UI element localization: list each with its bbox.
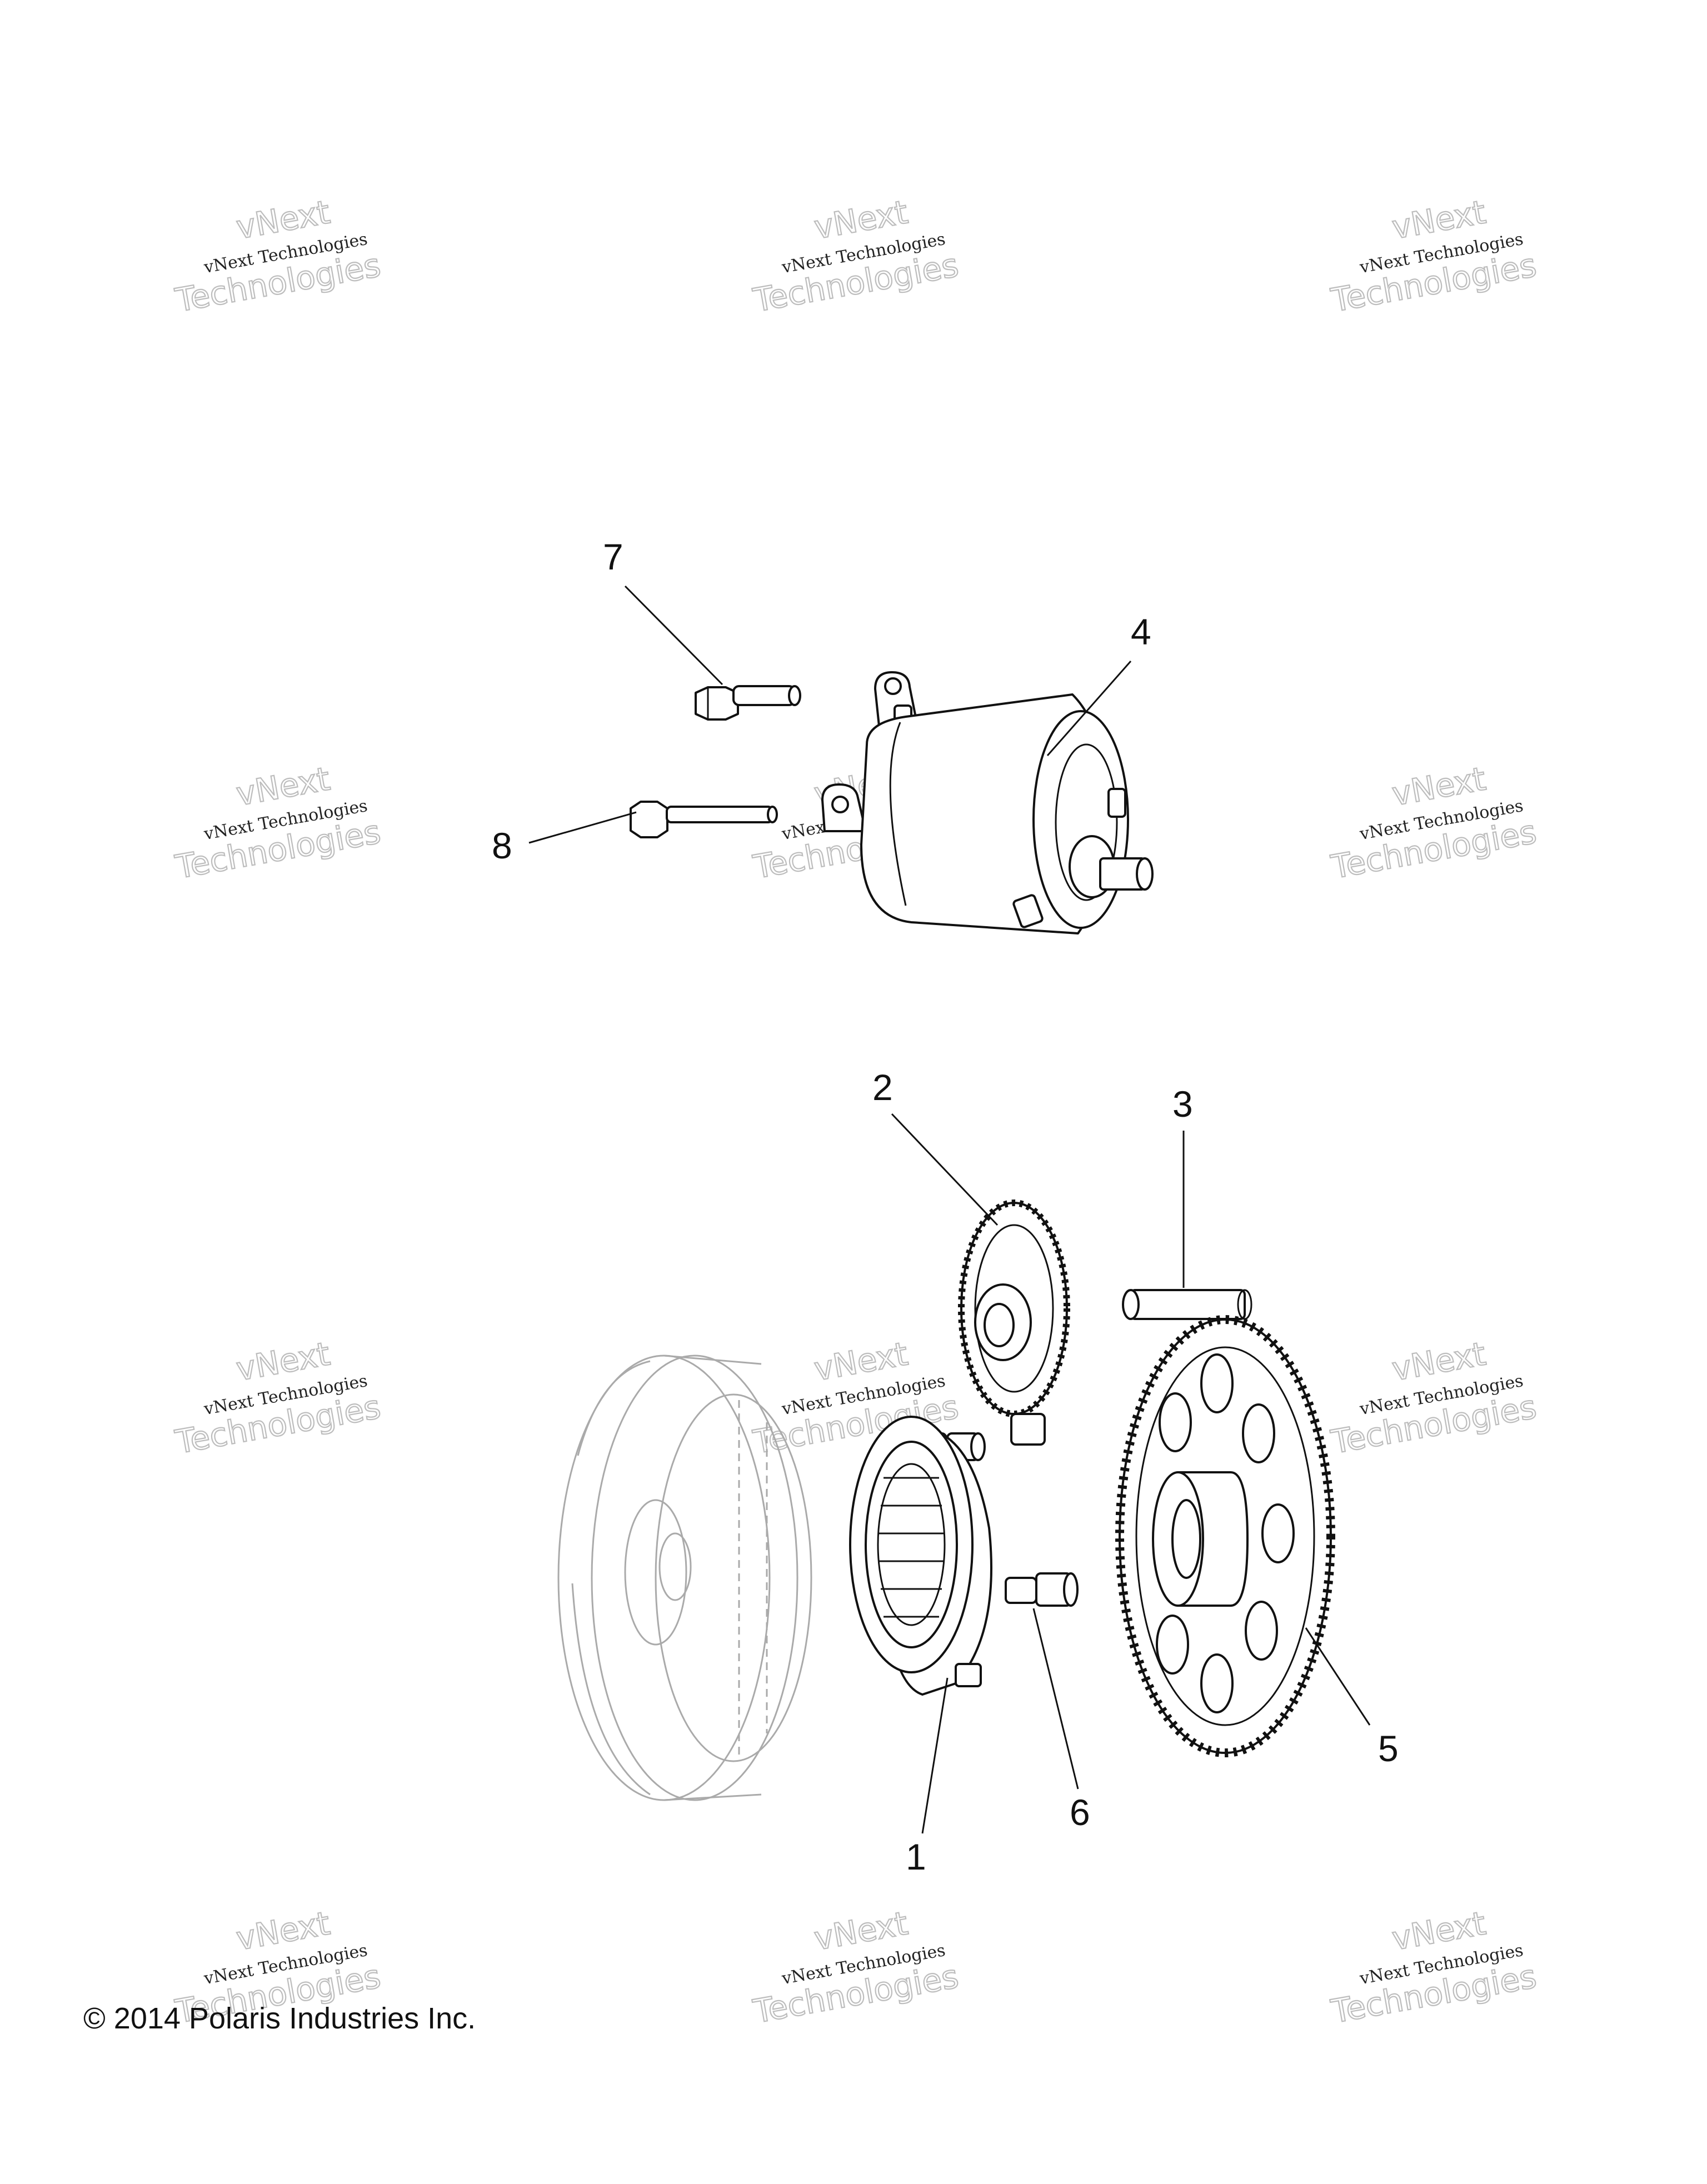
leader-lines — [528, 585, 1371, 1834]
leader-1 — [921, 1677, 949, 1834]
callout-6: 6 — [1070, 1792, 1090, 1833]
part-2-idler-gear — [958, 1200, 1070, 1417]
watermark: vNext vNext Technologies Technologies — [750, 1903, 962, 2031]
leader-7 — [624, 585, 723, 686]
part-3-pin — [1122, 1289, 1252, 1320]
watermark: vNext vNext Technologies Technologies — [172, 1334, 384, 1462]
callout-7: 7 — [603, 536, 623, 577]
callout-5: 5 — [1378, 1728, 1399, 1769]
watermark: vNext vNext Technologies Technologies — [1327, 759, 1540, 887]
callouts: 7 4 8 2 3 5 6 1 — [492, 536, 1399, 1877]
leader-5 — [1305, 1627, 1371, 1726]
watermark: vNext vNext Technologies Technologies — [172, 192, 384, 320]
leader-4 — [1046, 661, 1132, 756]
leader-6 — [1032, 1608, 1079, 1790]
callout-4: 4 — [1131, 611, 1151, 652]
part-7-bolt — [695, 685, 801, 721]
callout-3: 3 — [1172, 1083, 1193, 1125]
part-8-bolt — [630, 801, 778, 838]
watermark: vNext vNext Technologies Technologies — [750, 192, 962, 320]
copyright-notice: © 2014 Polaris Industries Inc. — [83, 2002, 476, 2035]
callout-8: 8 — [492, 825, 512, 866]
watermark: vNext vNext Technologies Technologies — [1327, 192, 1540, 320]
clutch-rollers — [879, 1477, 944, 1618]
watermark-grid: vNext vNext Technologies Technologies vN… — [172, 192, 1540, 2031]
flywheel-teeth — [738, 1400, 768, 1756]
callout-2: 2 — [872, 1067, 893, 1108]
part-1-starter-clutch — [849, 1416, 992, 1696]
part-6-screws — [934, 1413, 1079, 1607]
part-5-starter-gear — [1115, 1315, 1335, 1757]
callout-1: 1 — [906, 1836, 926, 1877]
leader-8 — [528, 811, 637, 844]
flywheel-reference — [557, 1355, 812, 1801]
watermark: vNext vNext Technologies Technologies — [172, 759, 384, 887]
part-4-starter-motor — [821, 671, 1154, 934]
watermark: vNext vNext Technologies Technologies — [1327, 1903, 1540, 2031]
watermark: vNext vNext Technologies Technologies — [1327, 1334, 1540, 1462]
leader-2 — [891, 1113, 999, 1226]
